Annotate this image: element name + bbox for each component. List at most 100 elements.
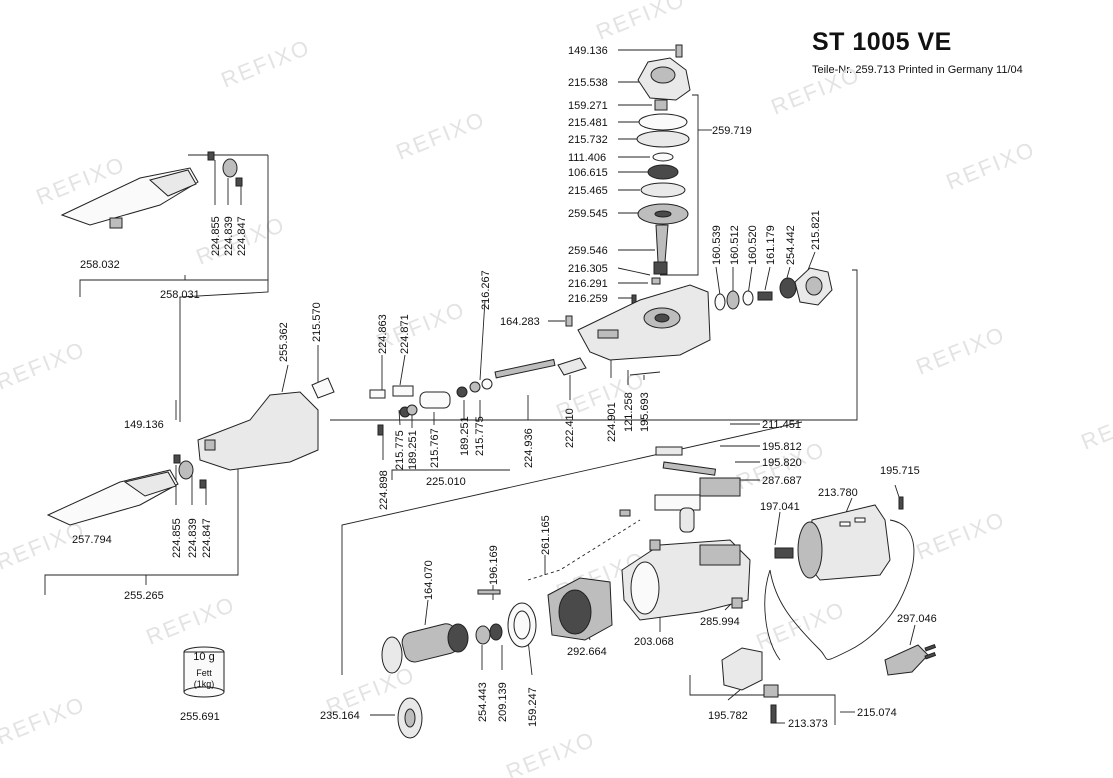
switch-assembly: [619, 446, 779, 724]
part-label: 224.863: [377, 314, 389, 354]
part-label: 160.520: [747, 225, 759, 265]
watermark: REFIXO: [393, 106, 489, 164]
part-label: 149.136: [124, 419, 164, 431]
seal-ring: [636, 130, 690, 148]
part-label: 195.820: [762, 457, 802, 469]
part-label: 224.839: [187, 518, 199, 558]
watermark: REFIXO: [0, 691, 89, 749]
part-label: 215.775: [394, 430, 406, 470]
part-label: 195.715: [880, 465, 920, 477]
gear-center: [654, 210, 672, 218]
part-label: 215.481: [568, 117, 608, 129]
grease-size: (1kg): [194, 679, 215, 689]
part-label: 224.847: [236, 216, 248, 256]
part-label: 215.732: [568, 134, 608, 146]
shaft-seals: [714, 267, 833, 311]
ball-bearing: [647, 164, 679, 180]
gasket-ring: [638, 113, 688, 131]
part-label: 161.179: [765, 225, 777, 265]
part-label: 222.410: [564, 408, 576, 448]
pinion-shaft: [655, 224, 669, 263]
blade-holder-housing: [197, 377, 335, 471]
part-label: 259.546: [568, 245, 608, 257]
part-label: 285.994: [700, 616, 740, 628]
grease-content: Fett: [196, 668, 212, 678]
part-label: 195.693: [639, 392, 651, 432]
circlip: [652, 152, 674, 162]
needle-bearing: [653, 261, 668, 275]
gearbox-stack: [631, 44, 691, 304]
part-label: 215.465: [568, 185, 608, 197]
part-label: 160.512: [729, 225, 741, 265]
part-label: 215.821: [810, 210, 822, 250]
part-label: 197.041: [760, 501, 800, 513]
watermark: REFIXO: [0, 336, 89, 394]
watermark: REFIXO: [218, 34, 314, 92]
part-number-subtitle: Teile-Nr. 259.713 Printed in Germany 11/…: [812, 64, 1023, 76]
part-label: 255.362: [278, 322, 290, 362]
bushing: [654, 99, 668, 111]
part-label: 195.812: [762, 441, 802, 453]
watermark: REFIXO: [913, 321, 1009, 379]
part-label: 224.847: [201, 518, 213, 558]
part-label: 235.164: [320, 710, 360, 722]
handle-and-cable: [764, 496, 937, 676]
part-label: 254.442: [785, 225, 797, 265]
part-label: 215.570: [311, 302, 323, 342]
screw: [675, 44, 683, 58]
part-label: 216.305: [568, 263, 608, 275]
cover-hub: [650, 66, 676, 84]
washer: [640, 182, 686, 198]
part-label: 164.283: [500, 316, 540, 328]
part-label: 225.010: [426, 476, 466, 488]
part-label: 292.664: [567, 646, 607, 658]
part-label: 189.251: [459, 416, 471, 456]
part-label: 216.267: [480, 270, 492, 310]
part-label: 215.538: [568, 77, 608, 89]
group-frame-lines: [44, 94, 858, 725]
part-label: 216.259: [568, 293, 608, 305]
watermark: REFIXO: [943, 136, 1039, 194]
part-label: 258.032: [80, 259, 120, 271]
part-label: 224.855: [171, 518, 183, 558]
watermark: REFIXO: [913, 506, 1009, 564]
watermark: REFIXO: [1078, 396, 1113, 454]
gear-housing: [565, 284, 711, 376]
part-label: 149.136: [568, 45, 608, 57]
part-label: 254.443: [477, 682, 489, 722]
part-label: 160.539: [711, 225, 723, 265]
part-label: 259.545: [568, 208, 608, 220]
part-label: 159.247: [527, 687, 539, 727]
part-label: 189.251: [407, 430, 419, 470]
grease-weight: 10 g: [193, 651, 214, 663]
part-label: 211.451: [762, 419, 801, 431]
part-label: 224.936: [523, 428, 535, 468]
part-labels: 149.136 215.538 159.271 215.481 215.732 …: [72, 45, 937, 730]
part-label: 195.782: [708, 710, 748, 722]
watermark: REFIXO: [593, 0, 689, 45]
part-label: 215.775: [474, 416, 486, 456]
part-label: 258.031: [160, 289, 200, 301]
part-label: 216.291: [568, 278, 608, 290]
part-label: 209.139: [497, 682, 509, 722]
part-label: 257.794: [72, 534, 112, 546]
model-title: ST 1005 VE: [812, 28, 952, 56]
part-label: 287.687: [762, 475, 802, 487]
part-label: 121.258: [623, 392, 635, 432]
part-label: 215.074: [857, 707, 897, 719]
part-label: 164.070: [423, 560, 435, 600]
grease-tub: 10 g Fett (1kg): [183, 646, 225, 698]
part-label: 213.373: [788, 718, 828, 730]
part-label: 215.767: [429, 428, 441, 468]
part-label: 255.265: [124, 590, 164, 602]
part-label: 297.046: [897, 613, 937, 625]
part-label: 255.691: [180, 711, 220, 723]
part-label: 224.901: [606, 402, 618, 442]
part-label: 259.719: [712, 125, 752, 137]
watermark: REFIXO: [768, 61, 864, 119]
sleeve: [651, 277, 661, 285]
part-label: 261.165: [540, 515, 552, 555]
